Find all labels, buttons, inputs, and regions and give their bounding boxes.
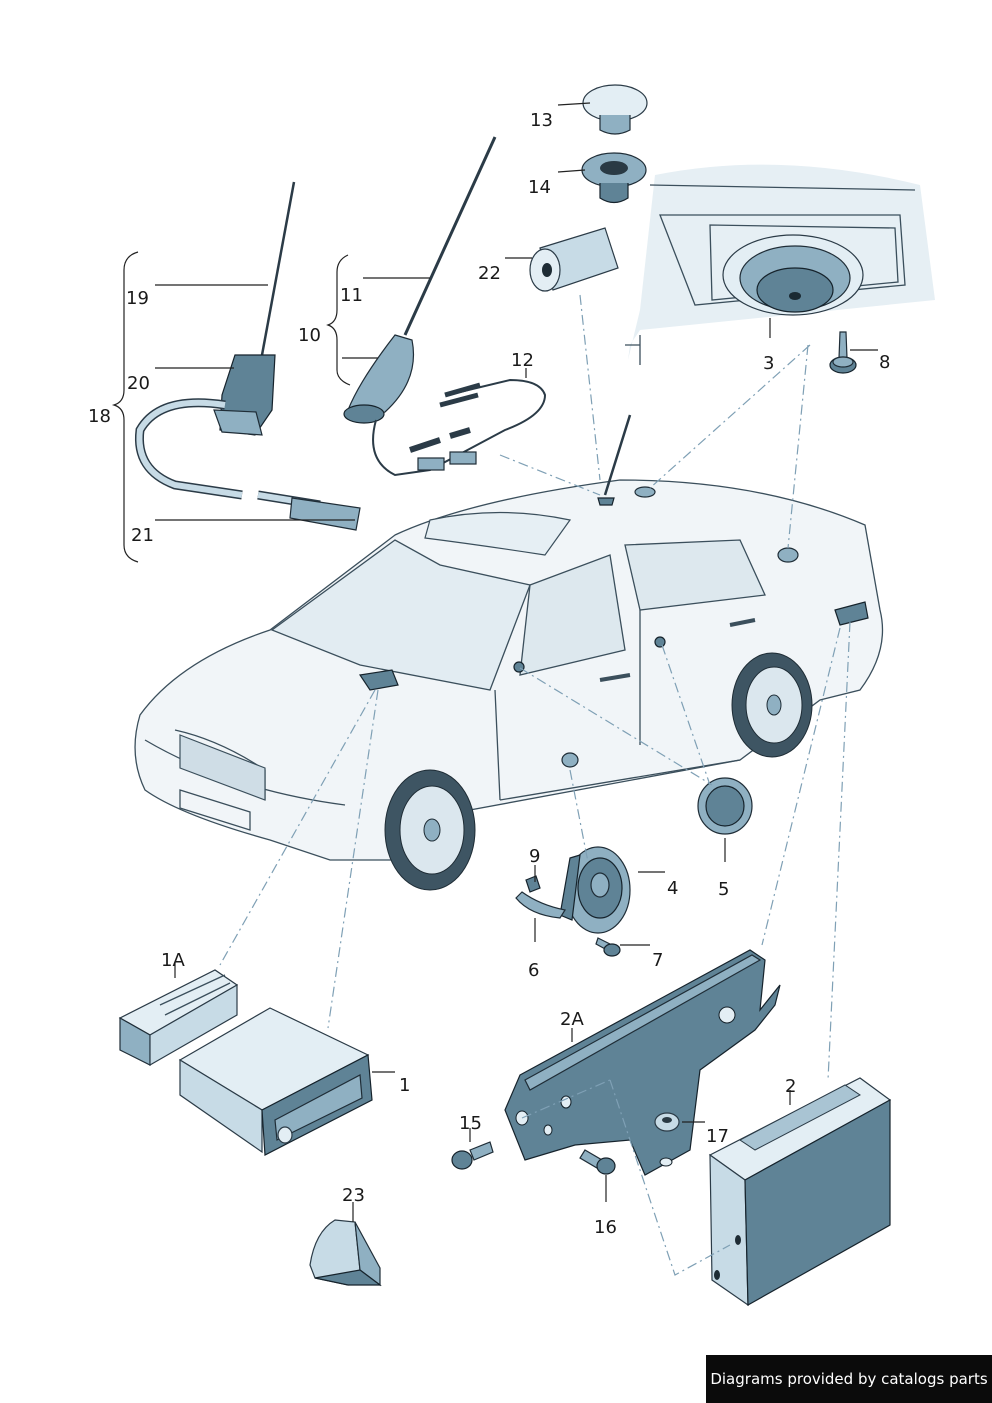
callout-16: 16	[594, 1217, 617, 1238]
callout-17: 17	[706, 1126, 729, 1147]
callout-11: 11	[340, 285, 363, 306]
bolt-15	[451, 1141, 494, 1170]
callout-19: 19	[126, 288, 149, 309]
callout-2A: 2A	[560, 1009, 584, 1030]
radio-1	[178, 1007, 373, 1156]
nut-14	[581, 152, 647, 204]
credit-banner: Diagrams provided by catalogs parts	[706, 1355, 992, 1403]
callout-1A: 1A	[161, 950, 185, 971]
nut-17	[654, 1112, 680, 1132]
roof-antenna-10	[343, 136, 547, 477]
callout-6: 6	[528, 960, 539, 981]
assembly-lines	[219, 294, 851, 1276]
amplifier-2	[708, 1077, 892, 1307]
cover-5	[697, 777, 753, 835]
antenna-mast-19	[134, 181, 361, 531]
callout-2: 2	[785, 1076, 796, 1097]
callout-18: 18	[88, 406, 111, 427]
callout-14: 14	[528, 177, 551, 198]
speaker-4	[559, 846, 631, 934]
clip-9	[525, 875, 541, 893]
screw-8	[829, 331, 857, 374]
wedge-23	[309, 1219, 382, 1287]
callout-22: 22	[478, 263, 501, 284]
callout-4: 4	[667, 878, 678, 899]
callout-15: 15	[459, 1113, 482, 1134]
leader-lines	[111, 102, 878, 1222]
callout-13: 13	[530, 110, 553, 131]
bracket-2A	[504, 949, 781, 1176]
callout-3: 3	[763, 353, 774, 374]
sleeve-22	[529, 227, 619, 292]
callout-1: 1	[399, 1075, 410, 1096]
antenna-cable-12	[372, 378, 547, 477]
bolt-16	[579, 1149, 616, 1175]
callout-20: 20	[127, 373, 150, 394]
callout-12: 12	[511, 350, 534, 371]
callout-23: 23	[342, 1185, 365, 1206]
callout-5: 5	[718, 879, 729, 900]
callout-9: 9	[529, 846, 540, 867]
callout-7: 7	[652, 950, 663, 971]
mounting-frame-1A	[118, 969, 239, 1067]
car-illustration	[134, 414, 884, 891]
cap-13	[582, 84, 648, 135]
rear-shelf-illustration	[625, 164, 935, 374]
callout-10: 10	[298, 325, 321, 346]
antenna-connector-21	[289, 497, 361, 531]
callout-8: 8	[879, 352, 890, 373]
screw-7	[595, 937, 621, 957]
bracket-6	[515, 891, 566, 919]
callout-labels: 13 14 22 19 11 10 12 20 18 21 3 8 9 4 5 …	[88, 110, 890, 1238]
callout-21: 21	[131, 525, 154, 546]
